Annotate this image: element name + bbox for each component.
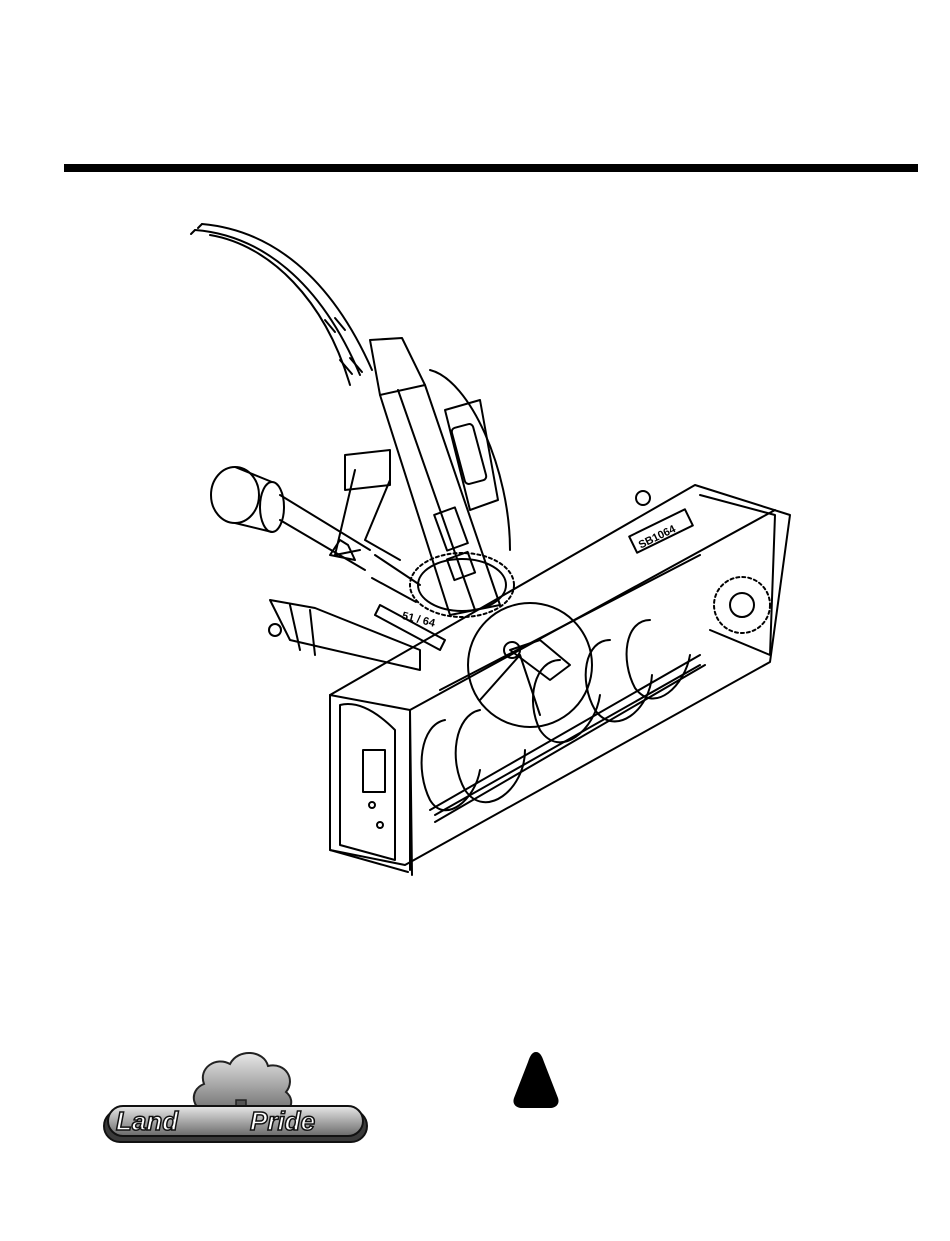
chute-rotation-gear — [410, 553, 514, 617]
header-rule — [64, 164, 918, 172]
land-pride-logo: Land Pride — [98, 1040, 373, 1152]
warning-triangle-icon — [510, 1050, 562, 1110]
housing-decal: SB1064 — [629, 491, 693, 553]
pto-shaft — [211, 467, 420, 602]
brand-word-land: Land — [116, 1106, 179, 1136]
hydraulic-hose-icon — [191, 224, 372, 385]
side-decal-text: SB1064 — [637, 523, 679, 552]
auger-housing — [330, 485, 790, 875]
snow-blower-illustration: SB1064 51 / 64 — [180, 210, 820, 880]
drive-sprocket — [714, 577, 770, 633]
brand-word-pride: Pride — [250, 1106, 315, 1136]
hitch-frame — [269, 450, 445, 670]
